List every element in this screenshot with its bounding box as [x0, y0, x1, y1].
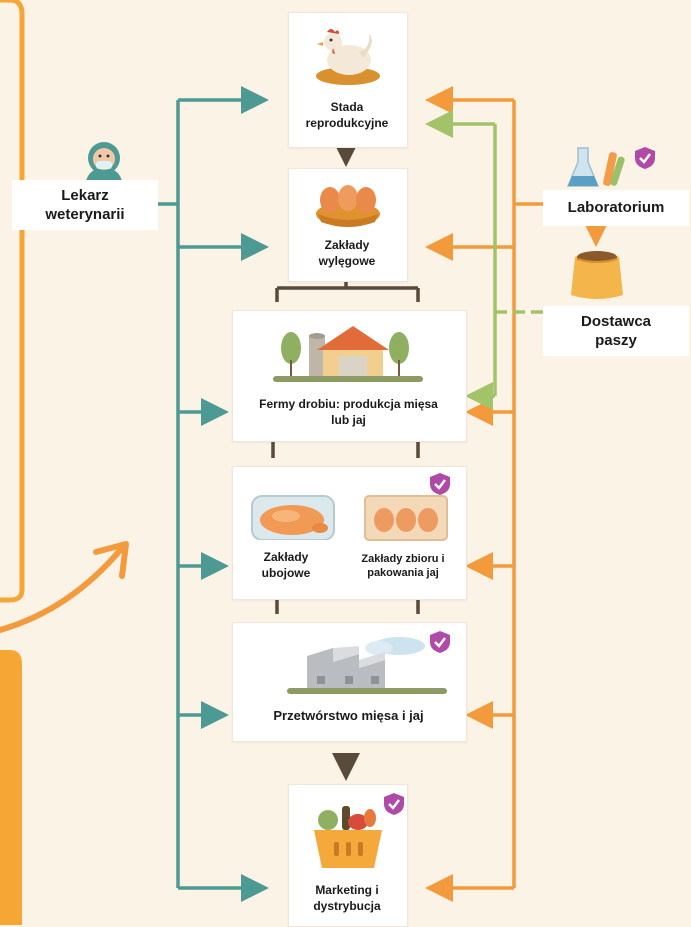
stage-label-breeding-flocks: Stada reprodukcyjne	[292, 90, 402, 142]
packaged-chicken-icon	[251, 495, 335, 541]
stage-label-egg-packing: Zakłady zbioru i pakowania jaj	[344, 546, 462, 586]
hen-icon	[316, 29, 380, 85]
farm-icon	[273, 326, 423, 382]
egg-carton-icon	[364, 495, 448, 541]
shield-icon	[635, 147, 655, 169]
feed-connectors	[425, 110, 543, 410]
stage-label-hatcheries: Zakłady wylęgowe	[292, 232, 402, 276]
shield-icon	[430, 473, 450, 495]
left-side-panel-lower	[0, 650, 22, 925]
shield-icon	[384, 793, 404, 815]
left-side-panel	[0, 0, 25, 603]
factory-icon	[287, 637, 447, 694]
vet-connectors	[158, 86, 269, 902]
actor-label-veterinarian: Lekarz weterynarii	[12, 180, 158, 230]
stage-label-slaughterhouses: Zakłady ubojowe	[236, 540, 336, 592]
stage-label-poultry-farms: Fermy drobiu: produkcja mięsa lub jaj	[236, 390, 461, 436]
grocery-basket-icon	[314, 806, 382, 868]
eggs-nest-icon	[316, 185, 380, 227]
shield-icon	[430, 631, 450, 653]
feed-sack-icon	[571, 251, 623, 299]
stage-label-processing: Przetwórstwo mięsa i jaj	[236, 700, 461, 732]
big-orange-swoosh-arrow-head	[93, 541, 129, 579]
big-orange-swoosh-arrow	[0, 545, 125, 633]
lab-connectors	[425, 86, 610, 902]
stage-label-marketing: Marketing i dystrybucja	[292, 876, 402, 922]
actor-label-laboratory: Laboratorium	[543, 190, 689, 226]
actor-label-feed-supplier: Dostawca paszy	[543, 306, 689, 356]
lab-flasks-icon	[566, 147, 625, 187]
flow-connectors	[271, 139, 420, 781]
